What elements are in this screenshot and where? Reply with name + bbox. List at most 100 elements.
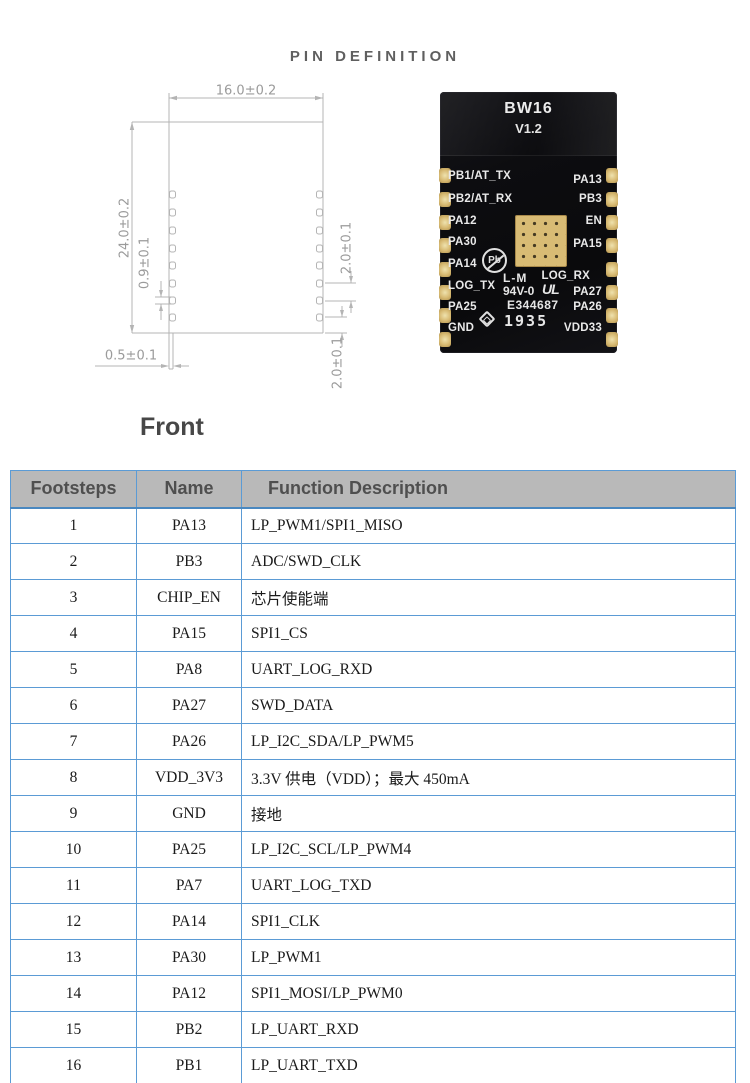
dimension-drawing: 16.0±0.2 24.0±0.2 0.9±0.1 2.0±0.1 0.5±0.… <box>75 83 385 400</box>
cell-name: PA25 <box>136 831 242 868</box>
cell-footstep: 7 <box>10 723 137 760</box>
pin-label-pa30: PA30 <box>448 236 477 248</box>
pin-label-log-tx: LOG_TX <box>448 280 496 292</box>
dim-stub-label: 0.5±0.1 <box>104 348 158 364</box>
header-footsteps: Footsteps <box>10 470 137 509</box>
pin-label-en: EN <box>585 215 602 227</box>
pin-label-pa12: PA12 <box>448 215 477 227</box>
castellated-pad <box>439 332 451 347</box>
cell-footstep: 11 <box>10 867 137 904</box>
cell-function: SPI1_CS <box>241 615 736 652</box>
thermal-pad <box>515 215 567 267</box>
table-row: 8 VDD_3V3 3.3V 供电（VDD）；最大 450mA <box>10 759 736 796</box>
module-name: BW16 <box>504 100 553 117</box>
cell-footstep: 14 <box>10 975 137 1012</box>
table-row: 1 PA13 LP_PWM1/SPI1_MISO <box>10 507 736 544</box>
dim-pad-pitch-label: 2.0±0.1 <box>339 221 355 275</box>
cell-footstep: 9 <box>10 795 137 832</box>
castellated-pad <box>439 192 451 207</box>
cell-name: PA8 <box>136 651 242 688</box>
pin-label-vdd33: VDD33 <box>563 322 602 334</box>
table-row: 14 PA12 SPI1_MOSI/LP_PWM0 <box>10 975 736 1012</box>
header-function: Function Description <box>241 470 736 509</box>
manufacturer-logo-icon <box>478 310 496 328</box>
table-row: 10 PA25 LP_I2C_SCL/LP_PWM4 <box>10 831 736 868</box>
marking-ul-file: E344687 <box>507 298 559 312</box>
cell-name: PA13 <box>136 507 242 544</box>
table-row: 9 GND 接地 <box>10 795 736 832</box>
cell-name: PB2 <box>136 1011 242 1048</box>
table-row: 12 PA14 SPI1_CLK <box>10 903 736 940</box>
cell-function: LP_I2C_SDA/LP_PWM5 <box>241 723 736 760</box>
pin-label-log-rx: LOG_RX <box>541 270 590 282</box>
cell-name: PB1 <box>136 1047 242 1083</box>
table-row: 11 PA7 UART_LOG_TXD <box>10 867 736 904</box>
castellated-pad <box>606 308 618 323</box>
cell-function: LP_PWM1/SPI1_MISO <box>241 507 736 544</box>
header-name: Name <box>136 470 242 509</box>
cell-function: 芯片使能端 <box>241 579 736 616</box>
pin-label-pa27: PA27 <box>573 286 602 298</box>
marking-date-code: 1935 <box>504 312 549 330</box>
pin-label-pb1-at-tx: PB1/AT_TX <box>448 170 511 182</box>
cell-footstep: 15 <box>10 1011 137 1048</box>
castellated-pad <box>439 262 451 277</box>
antenna-region <box>440 92 617 156</box>
cell-name: VDD_3V3 <box>136 759 242 796</box>
table-row: 6 PA27 SWD_DATA <box>10 687 736 724</box>
cell-footstep: 10 <box>10 831 137 868</box>
pin-label-gnd: GND <box>448 322 475 334</box>
table-row: 5 PA8 UART_LOG_RXD <box>10 651 736 688</box>
pb-free-icon: Pb <box>482 248 507 273</box>
cell-function: 3.3V 供电（VDD）；最大 450mA <box>241 759 736 796</box>
marking-lm: L-M <box>503 271 528 285</box>
cell-name: PA12 <box>136 975 242 1012</box>
castellated-pad <box>439 168 451 183</box>
marking-94v0: 94V-0 <box>503 284 535 298</box>
cell-name: PA26 <box>136 723 242 760</box>
cell-function: LP_UART_TXD <box>241 1047 736 1083</box>
cell-function: SWD_DATA <box>241 687 736 724</box>
dimension-drawing-lines <box>95 93 356 370</box>
cell-name: PA14 <box>136 903 242 940</box>
page-title: PIN DEFINITION <box>289 48 461 65</box>
cell-footstep: 6 <box>10 687 137 724</box>
cell-function: 接地 <box>241 795 736 832</box>
cell-function: SPI1_CLK <box>241 903 736 940</box>
cell-footstep: 13 <box>10 939 137 976</box>
cell-name: PA27 <box>136 687 242 724</box>
castellated-pad <box>606 262 618 277</box>
pin-function-table: Footsteps Name Function Description 1 PA… <box>10 470 736 1083</box>
table-row: 15 PB2 LP_UART_RXD <box>10 1011 736 1048</box>
pin-label-pa26: PA26 <box>573 301 602 313</box>
cell-function: LP_UART_RXD <box>241 1011 736 1048</box>
cell-footstep: 8 <box>10 759 137 796</box>
table-row: 7 PA26 LP_I2C_SDA/LP_PWM5 <box>10 723 736 760</box>
cell-name: GND <box>136 795 242 832</box>
cell-function: UART_LOG_RXD <box>241 651 736 688</box>
cell-footstep: 2 <box>10 543 137 580</box>
dim-bottom-pitch-label: 2.0±0.1 <box>330 336 346 390</box>
cell-function: LP_I2C_SCL/LP_PWM4 <box>241 831 736 868</box>
dimension-arrowheads <box>129 95 353 368</box>
castellated-pad <box>606 238 618 253</box>
cell-function: SPI1_MOSI/LP_PWM0 <box>241 975 736 1012</box>
dim-height-label: 24.0±0.2 <box>117 197 133 259</box>
castellated-pad <box>606 332 618 347</box>
castellated-pad <box>439 215 451 230</box>
cell-name: CHIP_EN <box>136 579 242 616</box>
pin-label-pb3: PB3 <box>579 193 602 205</box>
cell-function: ADC/SWD_CLK <box>241 543 736 580</box>
castellated-pad <box>439 308 451 323</box>
pin-label-pb2-at-rx: PB2/AT_RX <box>448 193 513 205</box>
cell-footstep: 1 <box>10 507 137 544</box>
dim-width-label: 16.0±0.2 <box>215 83 277 99</box>
cell-function: UART_LOG_TXD <box>241 867 736 904</box>
table-row: 2 PB3 ADC/SWD_CLK <box>10 543 736 580</box>
castellated-pad <box>606 192 618 207</box>
cell-name: PA30 <box>136 939 242 976</box>
castellated-pad <box>439 238 451 253</box>
cell-footstep: 3 <box>10 579 137 616</box>
table-row: 13 PA30 LP_PWM1 <box>10 939 736 976</box>
